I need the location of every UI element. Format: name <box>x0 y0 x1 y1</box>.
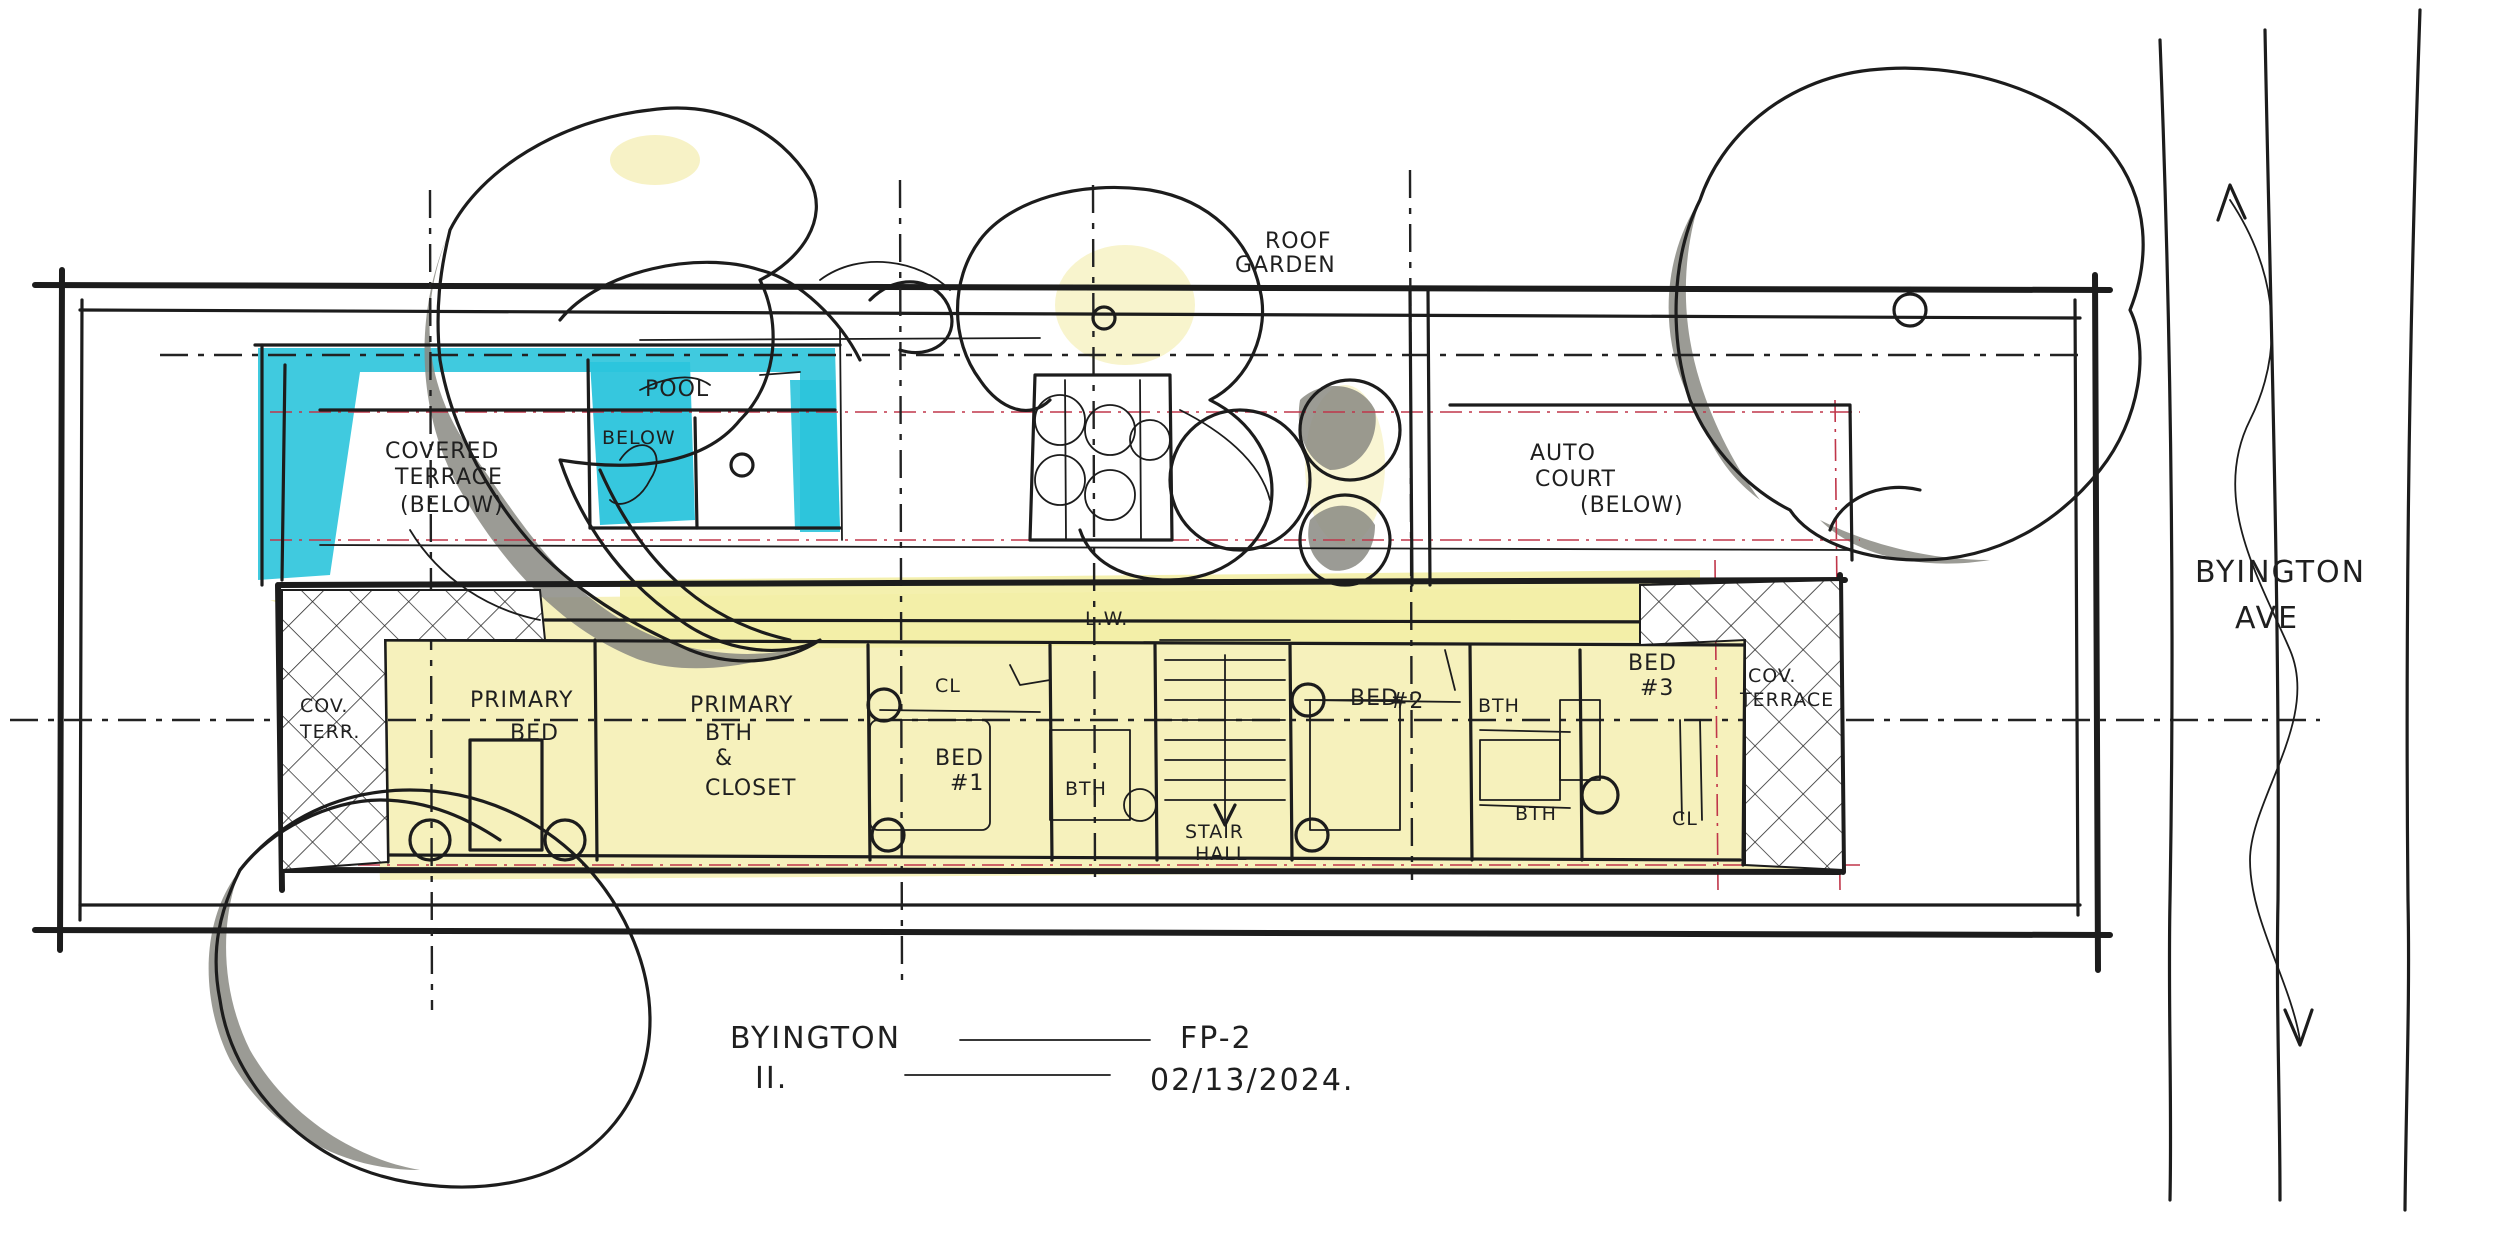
label-bed-2-a: BED <box>1350 686 1399 711</box>
label-bed-1-b: #1 <box>950 771 984 796</box>
label-stair-hall-1: STAIR <box>1185 821 1244 843</box>
pool-color-wash <box>258 348 840 580</box>
label-primary-bed-2: BED <box>510 721 559 746</box>
label-primary-bath-3: & <box>715 746 733 771</box>
label-bed-2-b: #2 <box>1390 689 1424 714</box>
trees <box>214 66 2145 1189</box>
label-primary-bath-2: BTH <box>705 721 753 746</box>
label-auto-court-2: COURT <box>1535 467 1616 492</box>
tree-canopy <box>436 106 822 663</box>
label-roof-garden-2: GARDEN <box>1235 253 1336 278</box>
label-primary-bath-4: CLOSET <box>705 776 796 801</box>
label-closet-3: CL <box>1672 808 1698 830</box>
label-closet: CL <box>935 675 961 697</box>
title-level: II. <box>755 1061 788 1096</box>
site-boundary <box>32 267 2113 973</box>
title-block: BYINGTON II. FP-2 02/13/2024. <box>730 1021 1354 1098</box>
label-laundry: L.W. <box>1085 608 1128 630</box>
label-auto-court-1: AUTO <box>1530 441 1596 466</box>
label-terrace-right-1: COV. <box>1748 665 1796 687</box>
label-stair-hall-2: HALL <box>1195 843 1247 865</box>
tree-canopy <box>978 185 1274 582</box>
label-terrace-left-2: TERR. <box>299 721 360 743</box>
label-bed-3-a: BED <box>1628 651 1677 676</box>
label-covered-terrace-2: TERRACE <box>394 465 503 490</box>
stair <box>1164 654 1286 827</box>
label-terrace-left-1: COV. <box>300 695 348 717</box>
street <box>2158 8 2422 1212</box>
room-labels: ROOF GARDEN COVERED TERRACE (BELOW) POOL… <box>299 229 2366 865</box>
tree-canopy <box>1674 66 2145 562</box>
label-terrace-right-2: TERRACE <box>1739 689 1834 711</box>
label-street-2: AVE <box>2235 601 2299 636</box>
label-roof-garden-1: ROOF <box>1265 229 1332 254</box>
title-sheet: FP-2 <box>1180 1021 1253 1056</box>
label-bed-3-b: #3 <box>1640 676 1674 701</box>
tree-canopy <box>214 788 652 1189</box>
label-primary-bath-1: PRIMARY <box>690 693 793 718</box>
label-bath-1: BTH <box>1065 778 1107 800</box>
title-project: BYINGTON <box>730 1021 901 1056</box>
label-auto-court-3: (BELOW) <box>1580 493 1684 518</box>
title-date: 02/13/2024. <box>1150 1063 1354 1098</box>
label-pool: POOL <box>645 377 709 402</box>
label-below: BELOW <box>602 427 676 449</box>
label-bed-1-a: BED <box>935 746 984 771</box>
label-bath-2: BTH <box>1478 695 1520 717</box>
label-bath-3: BTH <box>1515 803 1557 825</box>
upper-zone <box>253 288 1928 587</box>
label-covered-terrace-1: COVERED <box>385 439 499 464</box>
label-primary-bed-1: PRIMARY <box>470 688 573 713</box>
label-street-1: BYINGTON <box>2195 555 2366 590</box>
label-covered-terrace-3: (BELOW) <box>400 493 504 518</box>
